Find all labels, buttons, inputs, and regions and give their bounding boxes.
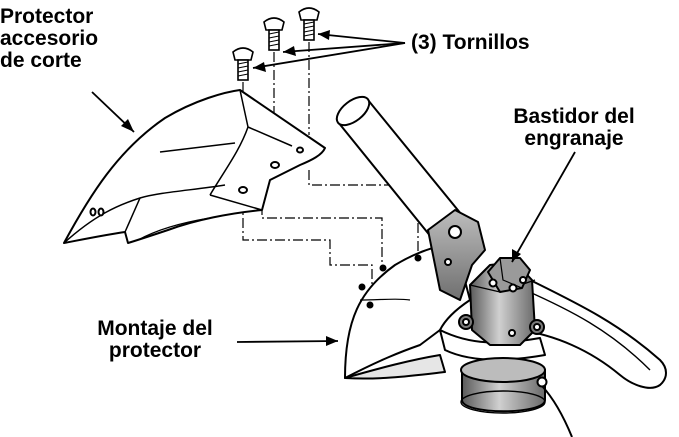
leader-lines — [91, 33, 576, 343]
screw-3 — [298, 7, 320, 41]
cutting-attachment-shield — [63, 89, 326, 244]
label-shield-mount: Montaje del protector — [97, 317, 213, 362]
label-gear-housing: Bastidor del engranaje — [513, 105, 635, 150]
trimmer-head — [460, 357, 573, 437]
label-cutting-attachment-shield: Protector accesorio de corte — [0, 5, 99, 72]
screw-1 — [232, 47, 254, 81]
screw-2 — [263, 17, 285, 51]
arrow-heads — [121, 30, 521, 346]
gear-housing — [427, 209, 545, 346]
label-screws: (3) Tornillos — [411, 31, 530, 54]
